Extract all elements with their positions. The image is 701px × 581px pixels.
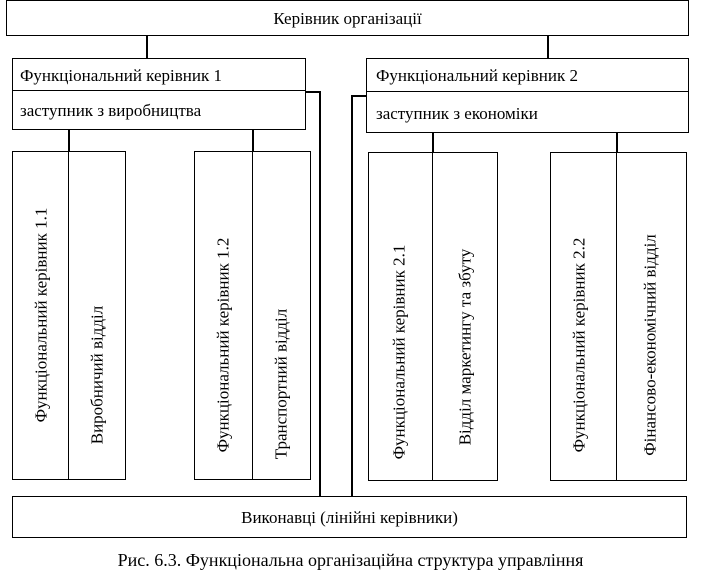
right-manager-box: Функціональний керівник 2 bbox=[366, 58, 689, 92]
right-manager-label: Функціональний керівник 2 bbox=[376, 66, 579, 85]
subunit-1-2-department-box bbox=[252, 151, 311, 480]
executors-box: Виконавці (лінійні керівники) bbox=[12, 496, 687, 538]
subunit-2-2-manager-box bbox=[550, 152, 617, 481]
subunit-1-1-manager-label: Функціональний керівник 1.1 bbox=[31, 207, 51, 423]
subunit-2-2-department-box bbox=[616, 152, 687, 481]
connector-head-down bbox=[146, 36, 148, 58]
subunit-2-1-department-label: Відділ маркетингу та збуту bbox=[455, 248, 475, 446]
subunit-1-2-manager-label: Функціональний керівник 1.2 bbox=[213, 237, 233, 453]
subunit-1-1-manager-box bbox=[12, 151, 70, 480]
connector-right-sub1 bbox=[432, 133, 434, 153]
figure-caption: Рис. 6.3. Функціональна організаційна ст… bbox=[117, 550, 584, 570]
connector-right-vertical bbox=[351, 95, 353, 496]
head-label: Керівник організації bbox=[273, 8, 422, 28]
left-deputy-box: заступник з виробництва bbox=[12, 90, 306, 130]
left-manager-label: Функціональний керівник 1 bbox=[20, 66, 223, 85]
subunit-2-1-manager-label: Функціональний керівник 2.1 bbox=[389, 244, 409, 460]
head-box: Керівник організації bbox=[6, 0, 689, 36]
connector-left-vertical bbox=[319, 91, 321, 496]
right-deputy-label: заступник з економіки bbox=[376, 104, 538, 123]
subunit-2-1-manager-box bbox=[368, 152, 434, 481]
executors-label: Виконавці (лінійні керівники) bbox=[241, 507, 458, 527]
subunit-2-1-department-box bbox=[432, 152, 498, 481]
connector-right-horizontal bbox=[351, 95, 366, 97]
subunit-1-1-department-label: Виробничий відділ bbox=[87, 305, 107, 445]
connector-left-sub2 bbox=[252, 130, 254, 152]
connector-head-down-right bbox=[547, 36, 549, 58]
subunit-1-2-department-label: Транспортний відділ bbox=[271, 308, 291, 460]
subunit-2-2-manager-label: Функціональний керівник 2.2 bbox=[569, 237, 589, 453]
right-deputy-box: заступник з економіки bbox=[366, 91, 689, 133]
subunit-1-2-manager-box bbox=[194, 151, 254, 480]
connector-left-sub1 bbox=[68, 130, 70, 152]
connector-left-horizontal bbox=[306, 91, 320, 93]
left-manager-box: Функціональний керівник 1 bbox=[12, 58, 306, 91]
connector-right-sub2 bbox=[616, 133, 618, 153]
left-deputy-label: заступник з виробництва bbox=[20, 101, 202, 120]
subunit-2-2-department-label: Фінансово-економічний відділ bbox=[640, 234, 660, 456]
subunit-1-1-department-box bbox=[68, 151, 126, 480]
